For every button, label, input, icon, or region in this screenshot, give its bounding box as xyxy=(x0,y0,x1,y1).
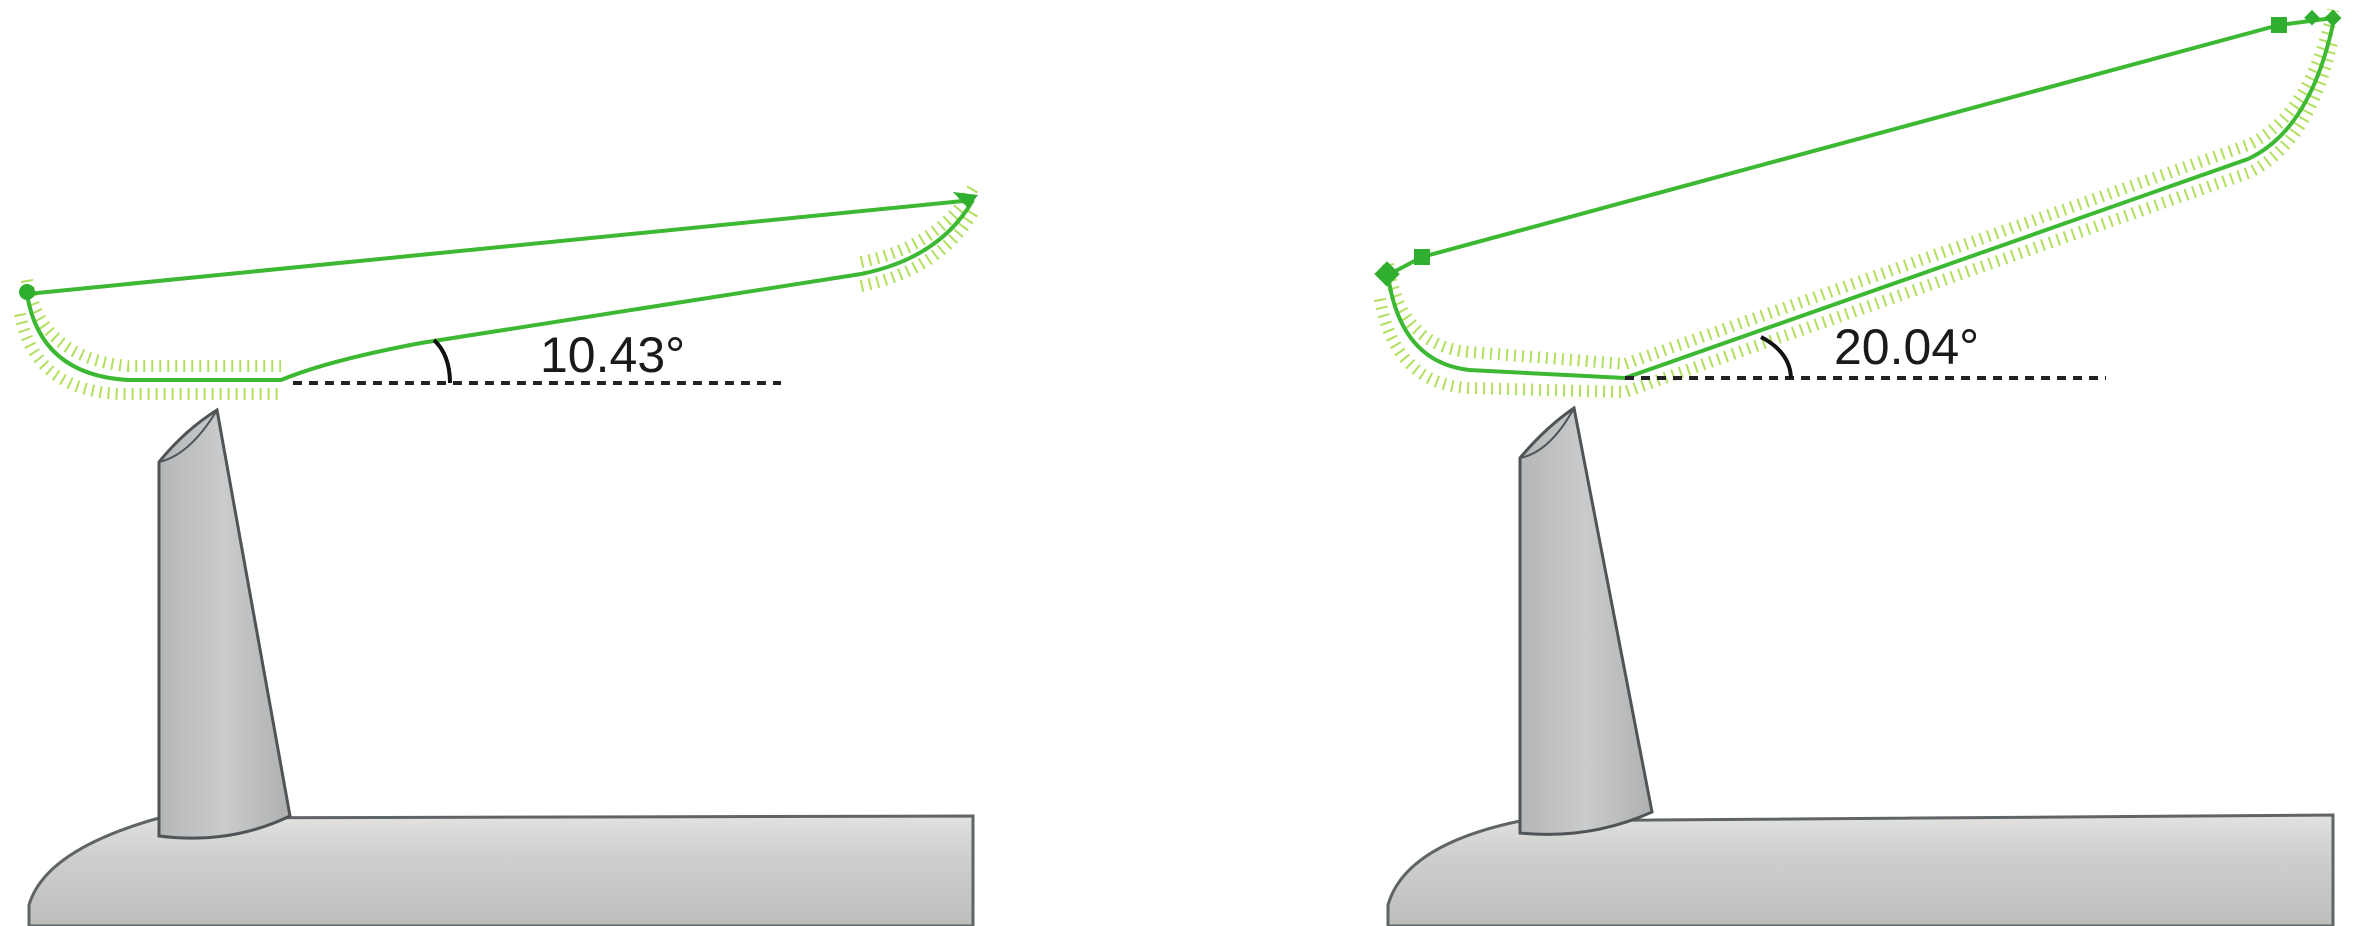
control-point xyxy=(1374,261,1400,287)
angle-label-right: 20.04° xyxy=(1834,319,1979,375)
deflected-surface-right xyxy=(1374,8,2342,399)
deflected-surface-left xyxy=(14,184,979,400)
angle-arc xyxy=(432,338,452,384)
control-point xyxy=(2324,9,2342,27)
angle-arc xyxy=(1760,335,1793,379)
angle-label-left: 10.43° xyxy=(540,327,685,383)
vertical-tail xyxy=(157,407,292,840)
panel-left: 10.43° xyxy=(14,184,979,926)
panel-right: 20.04° xyxy=(1374,8,2342,926)
vertical-tail xyxy=(1518,405,1654,836)
control-point xyxy=(1414,249,1430,265)
control-point xyxy=(953,192,978,208)
control-point xyxy=(19,284,35,300)
control-point xyxy=(2271,17,2287,33)
